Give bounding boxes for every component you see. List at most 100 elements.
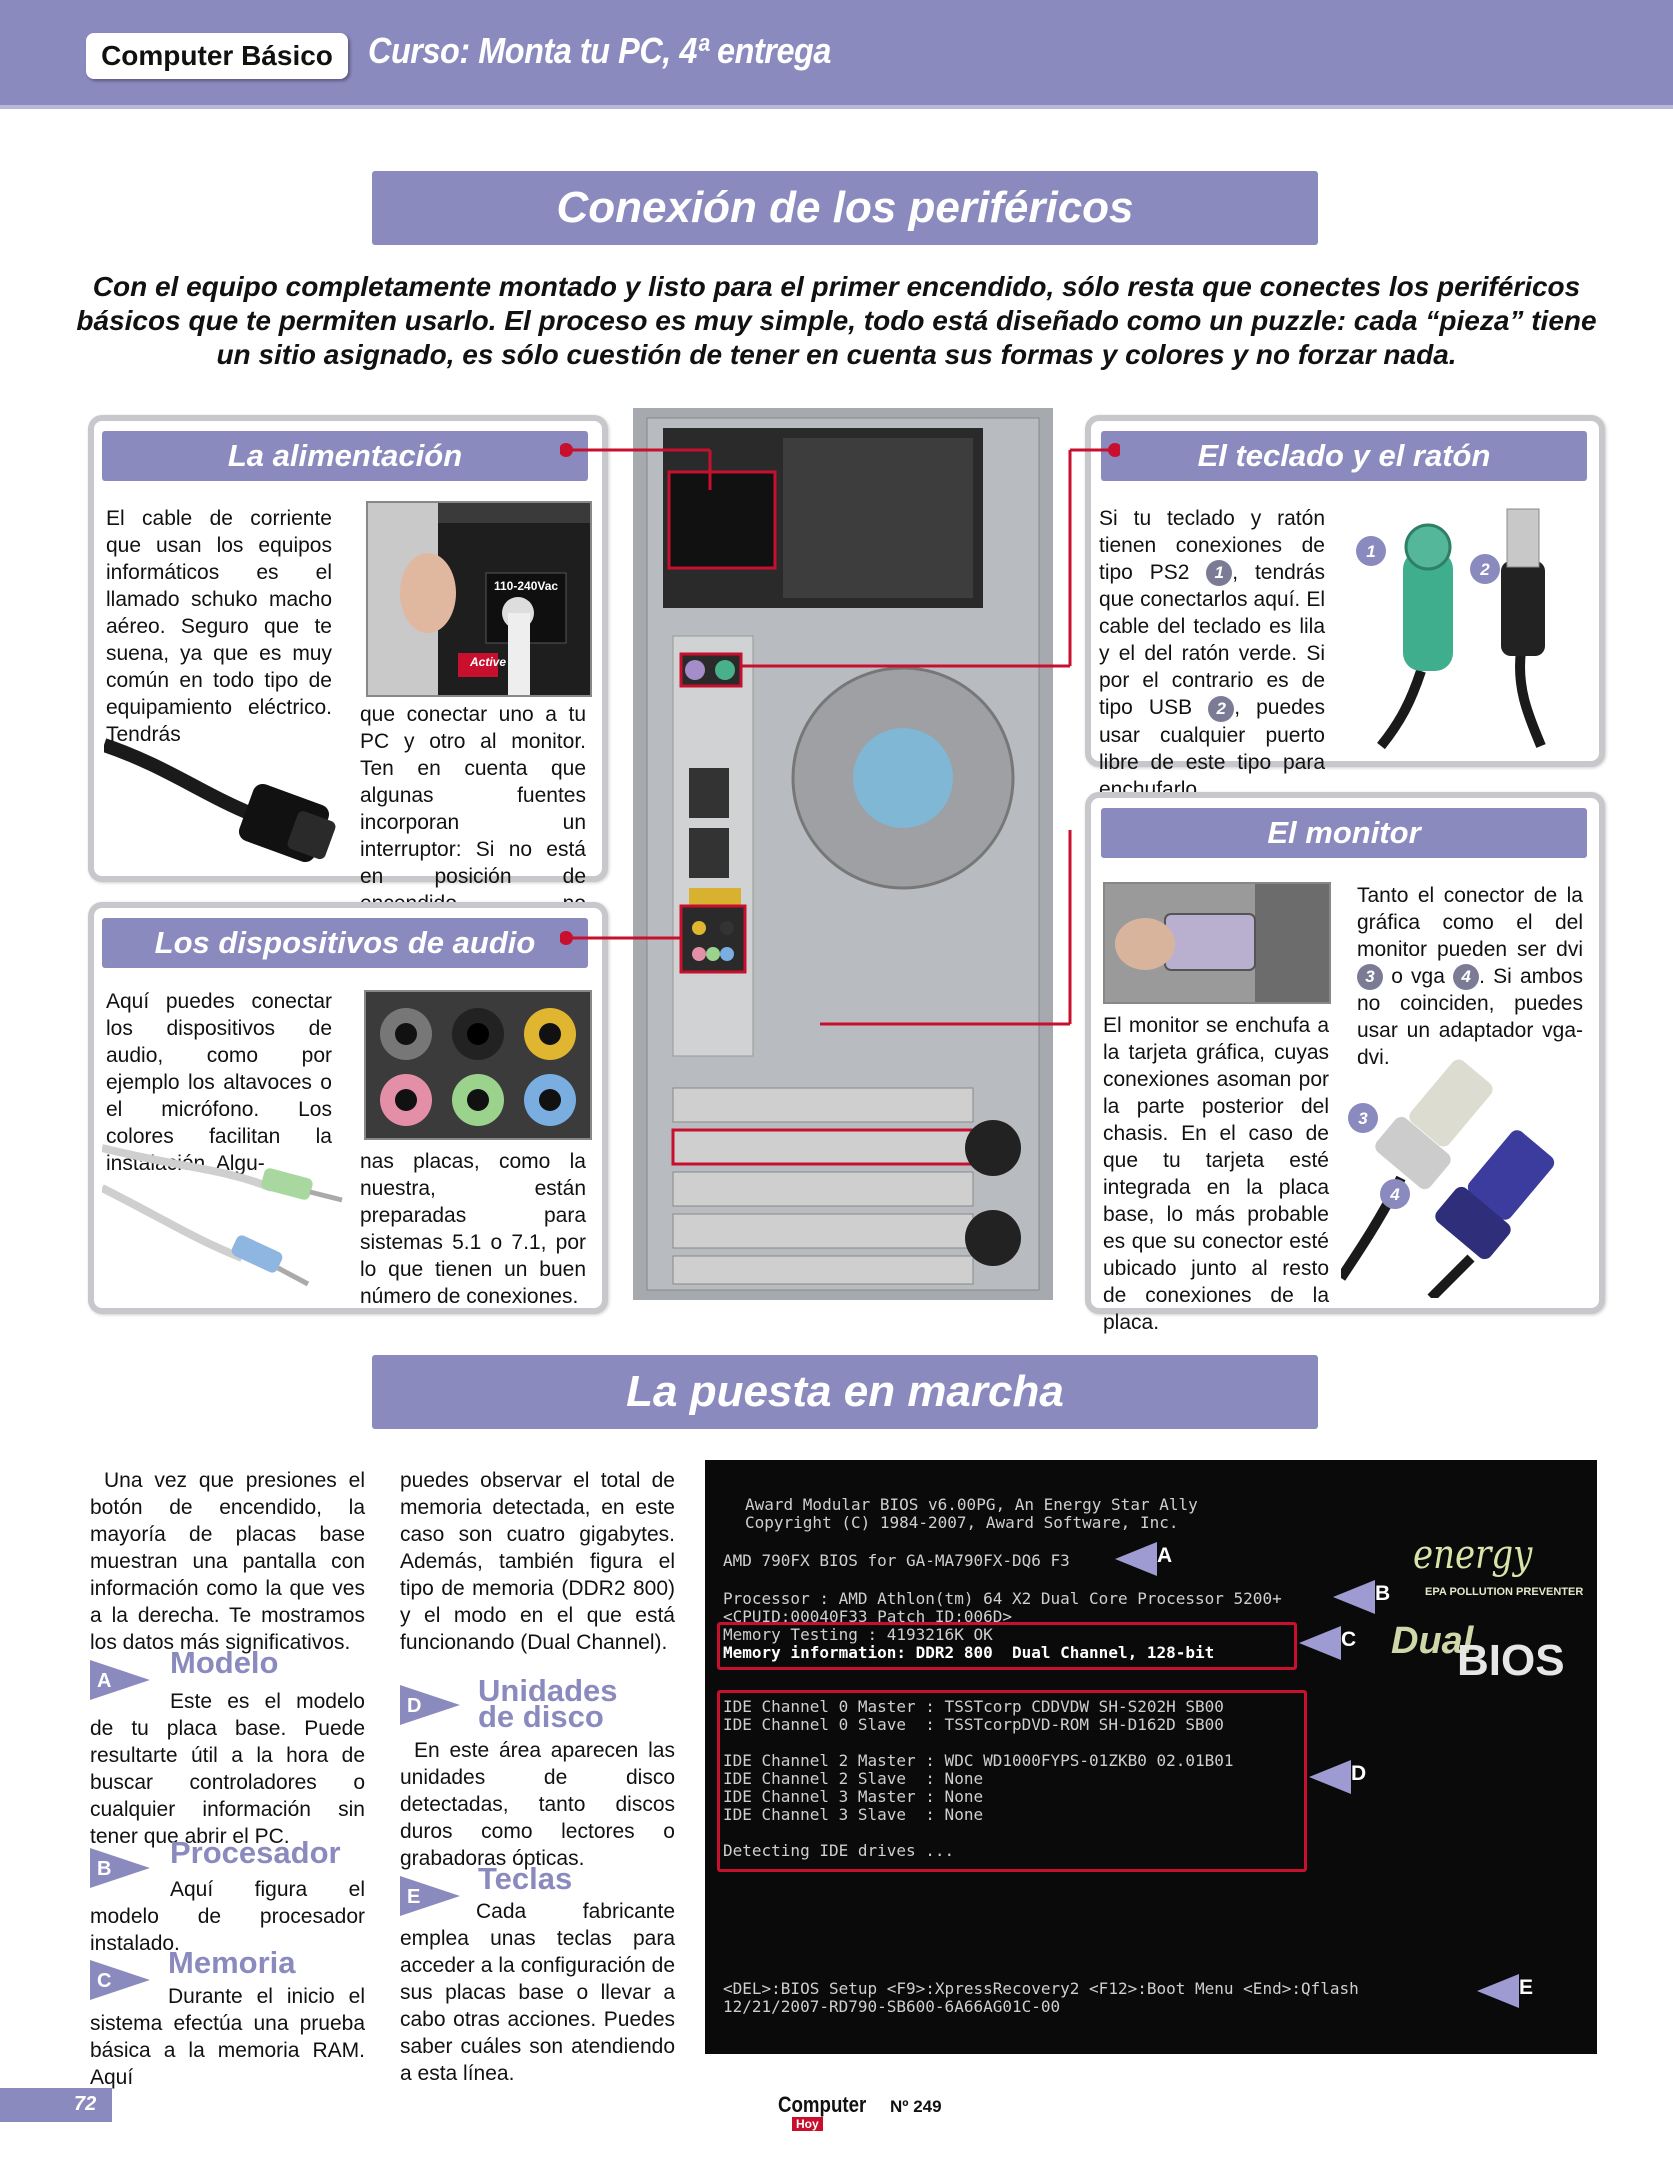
bios-line-3: Processor : AMD Athlon(tm) 64 X2 Dual Co… xyxy=(723,1589,1282,1608)
box-title-keyboard: El teclado y el ratón xyxy=(1101,431,1587,481)
connector-label-2: 2 xyxy=(1479,560,1490,579)
marker-b-label: B xyxy=(97,1858,112,1880)
bios-line-12: IDE Channel 3 Slave : None xyxy=(723,1805,984,1824)
bios-marker-b-label: B xyxy=(1375,1582,1391,1605)
power-photo-label: 110-240Vac xyxy=(494,579,559,593)
keyboard-text-a: Si tu teclado y ratón tienen conexiones … xyxy=(1099,507,1325,584)
bios-line-9: IDE Channel 2 Master : WDC WD1000FYPS-01… xyxy=(723,1751,1234,1770)
power-socket-image xyxy=(368,503,590,695)
epa-logo-text: EPA POLLUTION PREVENTER xyxy=(1425,1586,1584,1598)
pc-case-back-image xyxy=(633,408,1053,1300)
bios-memory-highlight xyxy=(717,1622,1297,1670)
bios-line-1: Copyright (C) 1984-2007, Award Software,… xyxy=(745,1513,1179,1532)
bios-line-15: 12/21/2007-RD790-SB600-6A66AG01C-00 xyxy=(723,1997,1061,2016)
footer-page-bar xyxy=(0,2088,112,2122)
monitor-photo xyxy=(1103,882,1331,1004)
course-title: Curso: Monta tu PC, 4ª entrega xyxy=(368,30,831,71)
box-keyboard: El teclado y el ratón Si tu teclado y ra… xyxy=(1085,415,1605,801)
monitor-text-b: o vga xyxy=(1391,965,1445,988)
power-text-1: El cable de corriente que usan los equip… xyxy=(106,507,332,746)
audio-jacks-image xyxy=(366,992,590,1138)
graphics-card-image xyxy=(1105,884,1329,1002)
bios-marker-a-label: A xyxy=(1157,1544,1173,1567)
keyboard-text: Si tu teclado y ratón tienen conexiones … xyxy=(1099,505,1325,803)
bios-drives-highlight xyxy=(717,1690,1307,1872)
heading-unidades: Unidades xyxy=(478,1673,618,1708)
bios-marker-b xyxy=(1333,1580,1375,1614)
power-photo: 110-240Vac Active xyxy=(366,501,592,697)
bios-marker-c-label: C xyxy=(1341,1628,1357,1651)
dvi-vga-connectors-image: 3 4 xyxy=(1341,1059,1555,1298)
audio-cables-image xyxy=(102,1144,343,1287)
box-monitor: El monitor El monitor se enchufa a la ta… xyxy=(1085,792,1605,1334)
monitor-text-c: . Si ambos no coinciden, puedes usar un … xyxy=(1357,965,1583,1070)
badge-2: 2 xyxy=(1208,695,1235,722)
badge-4: 4 xyxy=(1453,964,1480,991)
bios-line-2: AMD 790FX BIOS for GA-MA790FX-DQ6 F3 xyxy=(723,1551,1070,1570)
marker-c-label: C xyxy=(97,1970,112,1992)
energy-star-logo: energy EPA POLLUTION PREVENTER xyxy=(1395,1496,1585,1606)
section-title-startup: La puesta en marcha xyxy=(372,1355,1318,1429)
box-title-monitor: El monitor xyxy=(1101,808,1587,858)
marker-e xyxy=(400,1876,460,1916)
marker-d xyxy=(400,1685,460,1725)
bios-line-6: Memory information: DDR2 800 Dual Channe… xyxy=(723,1643,1215,1662)
bios-line-14: <DEL>:BIOS Setup <F9>:XpressRecovery2 <F… xyxy=(723,1979,1359,1998)
text-modelo: Este es el modelo de tu placa base. Pued… xyxy=(90,1690,365,1848)
text-memoria: Durante el inicio el sistema efectúa una… xyxy=(90,1985,365,2089)
marker-b xyxy=(90,1848,150,1888)
bios-marker-d xyxy=(1309,1760,1351,1794)
bios-marker-a xyxy=(1115,1542,1157,1576)
intro-text: Con el equipo completamente montado y li… xyxy=(76,271,1597,370)
ps2-usb-connectors-image: 1 2 xyxy=(1356,508,1546,750)
heading-modelo: Modelo xyxy=(170,1645,279,1680)
box-audio: Los dispositivos de audio Aquí puedes co… xyxy=(88,902,608,1314)
badge-1: 1 xyxy=(1206,560,1233,587)
marker-a-label: A xyxy=(97,1670,112,1692)
marker-c xyxy=(90,1960,150,2000)
audio-photo xyxy=(364,990,592,1140)
section-title-peripherals: Conexión de los periféricos xyxy=(372,171,1318,245)
bios-line-10: IDE Channel 2 Slave : None xyxy=(723,1769,984,1788)
bios-marker-d-label: D xyxy=(1351,1762,1367,1785)
bios-screen: Award Modular BIOS v6.00PG, An Energy St… xyxy=(705,1460,1597,2054)
bios-marker-e-label: E xyxy=(1519,1976,1534,1999)
bios-logo-text: BIOS xyxy=(1457,1636,1565,1685)
connector-label-4: 4 xyxy=(1389,1185,1400,1204)
bios-line-4: <CPUID:00040F33 Patch ID:006D> xyxy=(723,1607,1012,1626)
issue-number: Nº 249 xyxy=(890,2097,942,2116)
text-teclas: Cada fabricante emplea unas teclas para … xyxy=(400,1900,675,2085)
monitor-text-right: Tanto el conector de la gráfica como el … xyxy=(1357,882,1583,1071)
badge-3: 3 xyxy=(1357,964,1383,991)
keyboard-text-b: , tendrás que conectarlos aquí. El cable… xyxy=(1099,561,1325,720)
bios-marker-e xyxy=(1477,1974,1519,2008)
connector-label-3: 3 xyxy=(1358,1109,1368,1128)
dual-logo-text: Dual xyxy=(1391,1620,1474,1662)
box-title-power: La alimentación xyxy=(102,431,588,481)
footer-brand-sub: Hoy xyxy=(792,2117,823,2131)
section-tag: Computer Básico xyxy=(86,33,348,79)
monitor-text-left: El monitor se enchufa a la tarjeta gráfi… xyxy=(1103,1014,1329,1334)
power-cable-image xyxy=(104,738,336,863)
startup-intro-text: Una vez que presiones el botón de encend… xyxy=(90,1469,365,1654)
marker-d-label: D xyxy=(407,1695,422,1717)
bios-line-13: Detecting IDE drives ... xyxy=(723,1841,955,1860)
callout-lines xyxy=(560,443,1120,1026)
heading-teclas: Teclas xyxy=(478,1861,573,1896)
marker-e-label: E xyxy=(407,1886,421,1908)
marker-a xyxy=(90,1660,150,1700)
audio-text-2: nas placas, como la nuestra, están prepa… xyxy=(360,1150,586,1308)
text-procesador: Aquí figura el modelo de procesador inst… xyxy=(90,1878,365,1955)
heading-procesador: Procesador xyxy=(170,1835,341,1870)
heading-de-disco: de disco xyxy=(478,1699,604,1734)
monitor-text-a: Tanto el conector de la gráfica como el … xyxy=(1357,884,1583,961)
bios-marker-c xyxy=(1299,1626,1341,1660)
energy-logo-text: energy xyxy=(1413,1532,1533,1578)
bios-line-8: IDE Channel 0 Slave : TSSTcorpDVD-ROM SH… xyxy=(723,1715,1224,1734)
power-text-2: que conectar uno a tu PC y otro al monit… xyxy=(360,703,586,942)
box-power: La alimentación El cable de corriente qu… xyxy=(88,415,608,942)
heading-memoria: Memoria xyxy=(168,1945,296,1980)
connector-label-1: 1 xyxy=(1366,542,1375,561)
bios-line-7: IDE Channel 0 Master : TSSTcorp CDDVDW S… xyxy=(723,1697,1224,1716)
page-number: 72 xyxy=(74,2093,97,2115)
